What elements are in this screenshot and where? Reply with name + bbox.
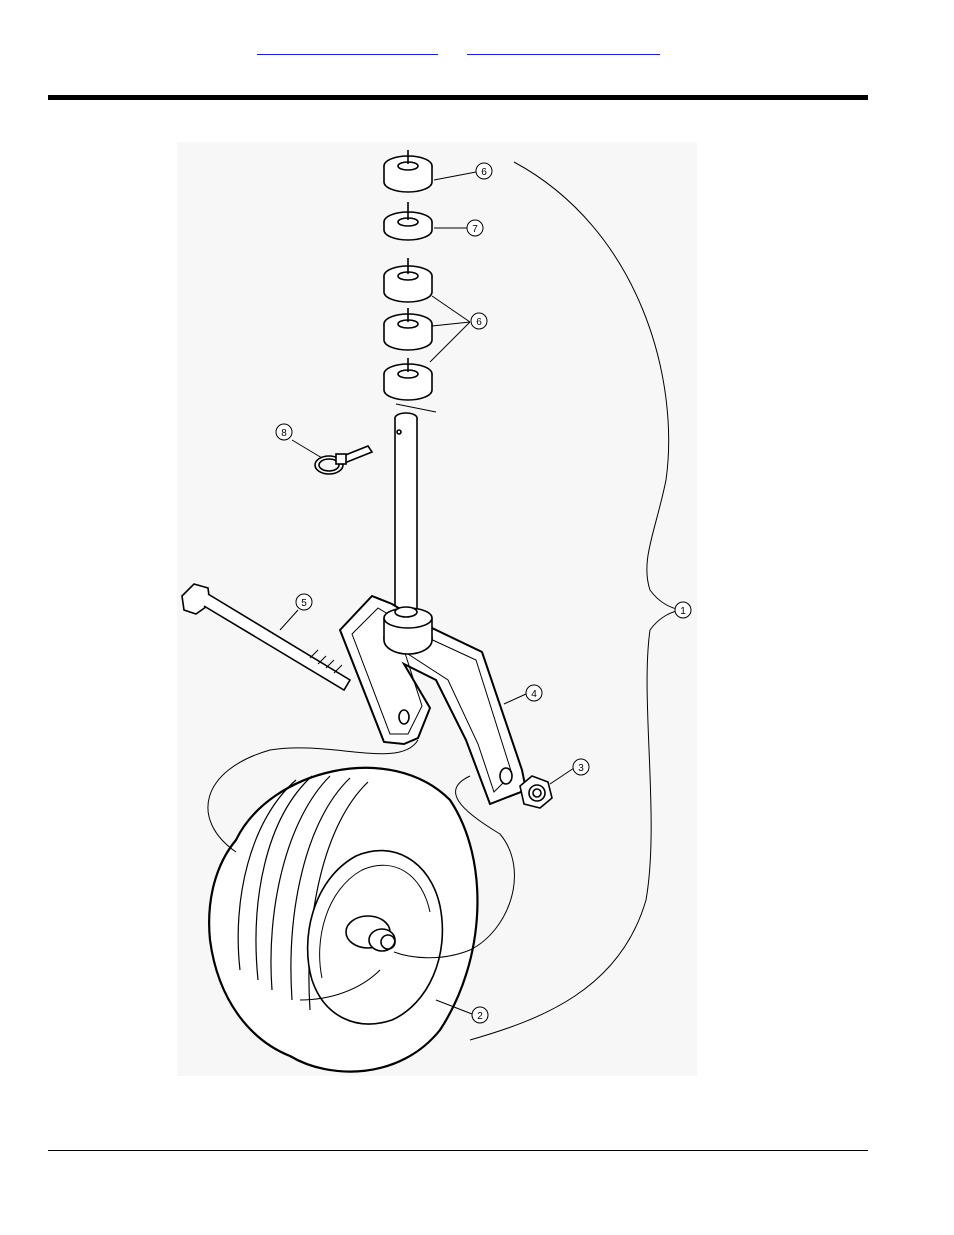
callout-1: 1 bbox=[675, 602, 691, 618]
callout-2: 2 bbox=[472, 1007, 488, 1023]
svg-text:6: 6 bbox=[476, 317, 482, 328]
svg-text:3: 3 bbox=[578, 763, 584, 774]
svg-text:8: 8 bbox=[281, 428, 287, 439]
svg-text:2: 2 bbox=[477, 1011, 483, 1022]
callout-4: 4 bbox=[526, 685, 542, 701]
bottom-rule bbox=[48, 1150, 868, 1151]
spacer-part-6-stack bbox=[384, 258, 432, 400]
callout-8: 8 bbox=[276, 424, 292, 440]
callout-6-top: 6 bbox=[476, 163, 492, 179]
svg-text:5: 5 bbox=[301, 598, 307, 609]
svg-text:7: 7 bbox=[472, 224, 478, 235]
svg-text:1: 1 bbox=[680, 606, 686, 617]
callout-5: 5 bbox=[296, 594, 312, 610]
svg-text:6: 6 bbox=[481, 167, 487, 178]
callout-3: 3 bbox=[573, 759, 589, 775]
callout-6-stack: 6 bbox=[471, 313, 487, 329]
svg-text:4: 4 bbox=[531, 689, 537, 700]
callout-7: 7 bbox=[467, 220, 483, 236]
